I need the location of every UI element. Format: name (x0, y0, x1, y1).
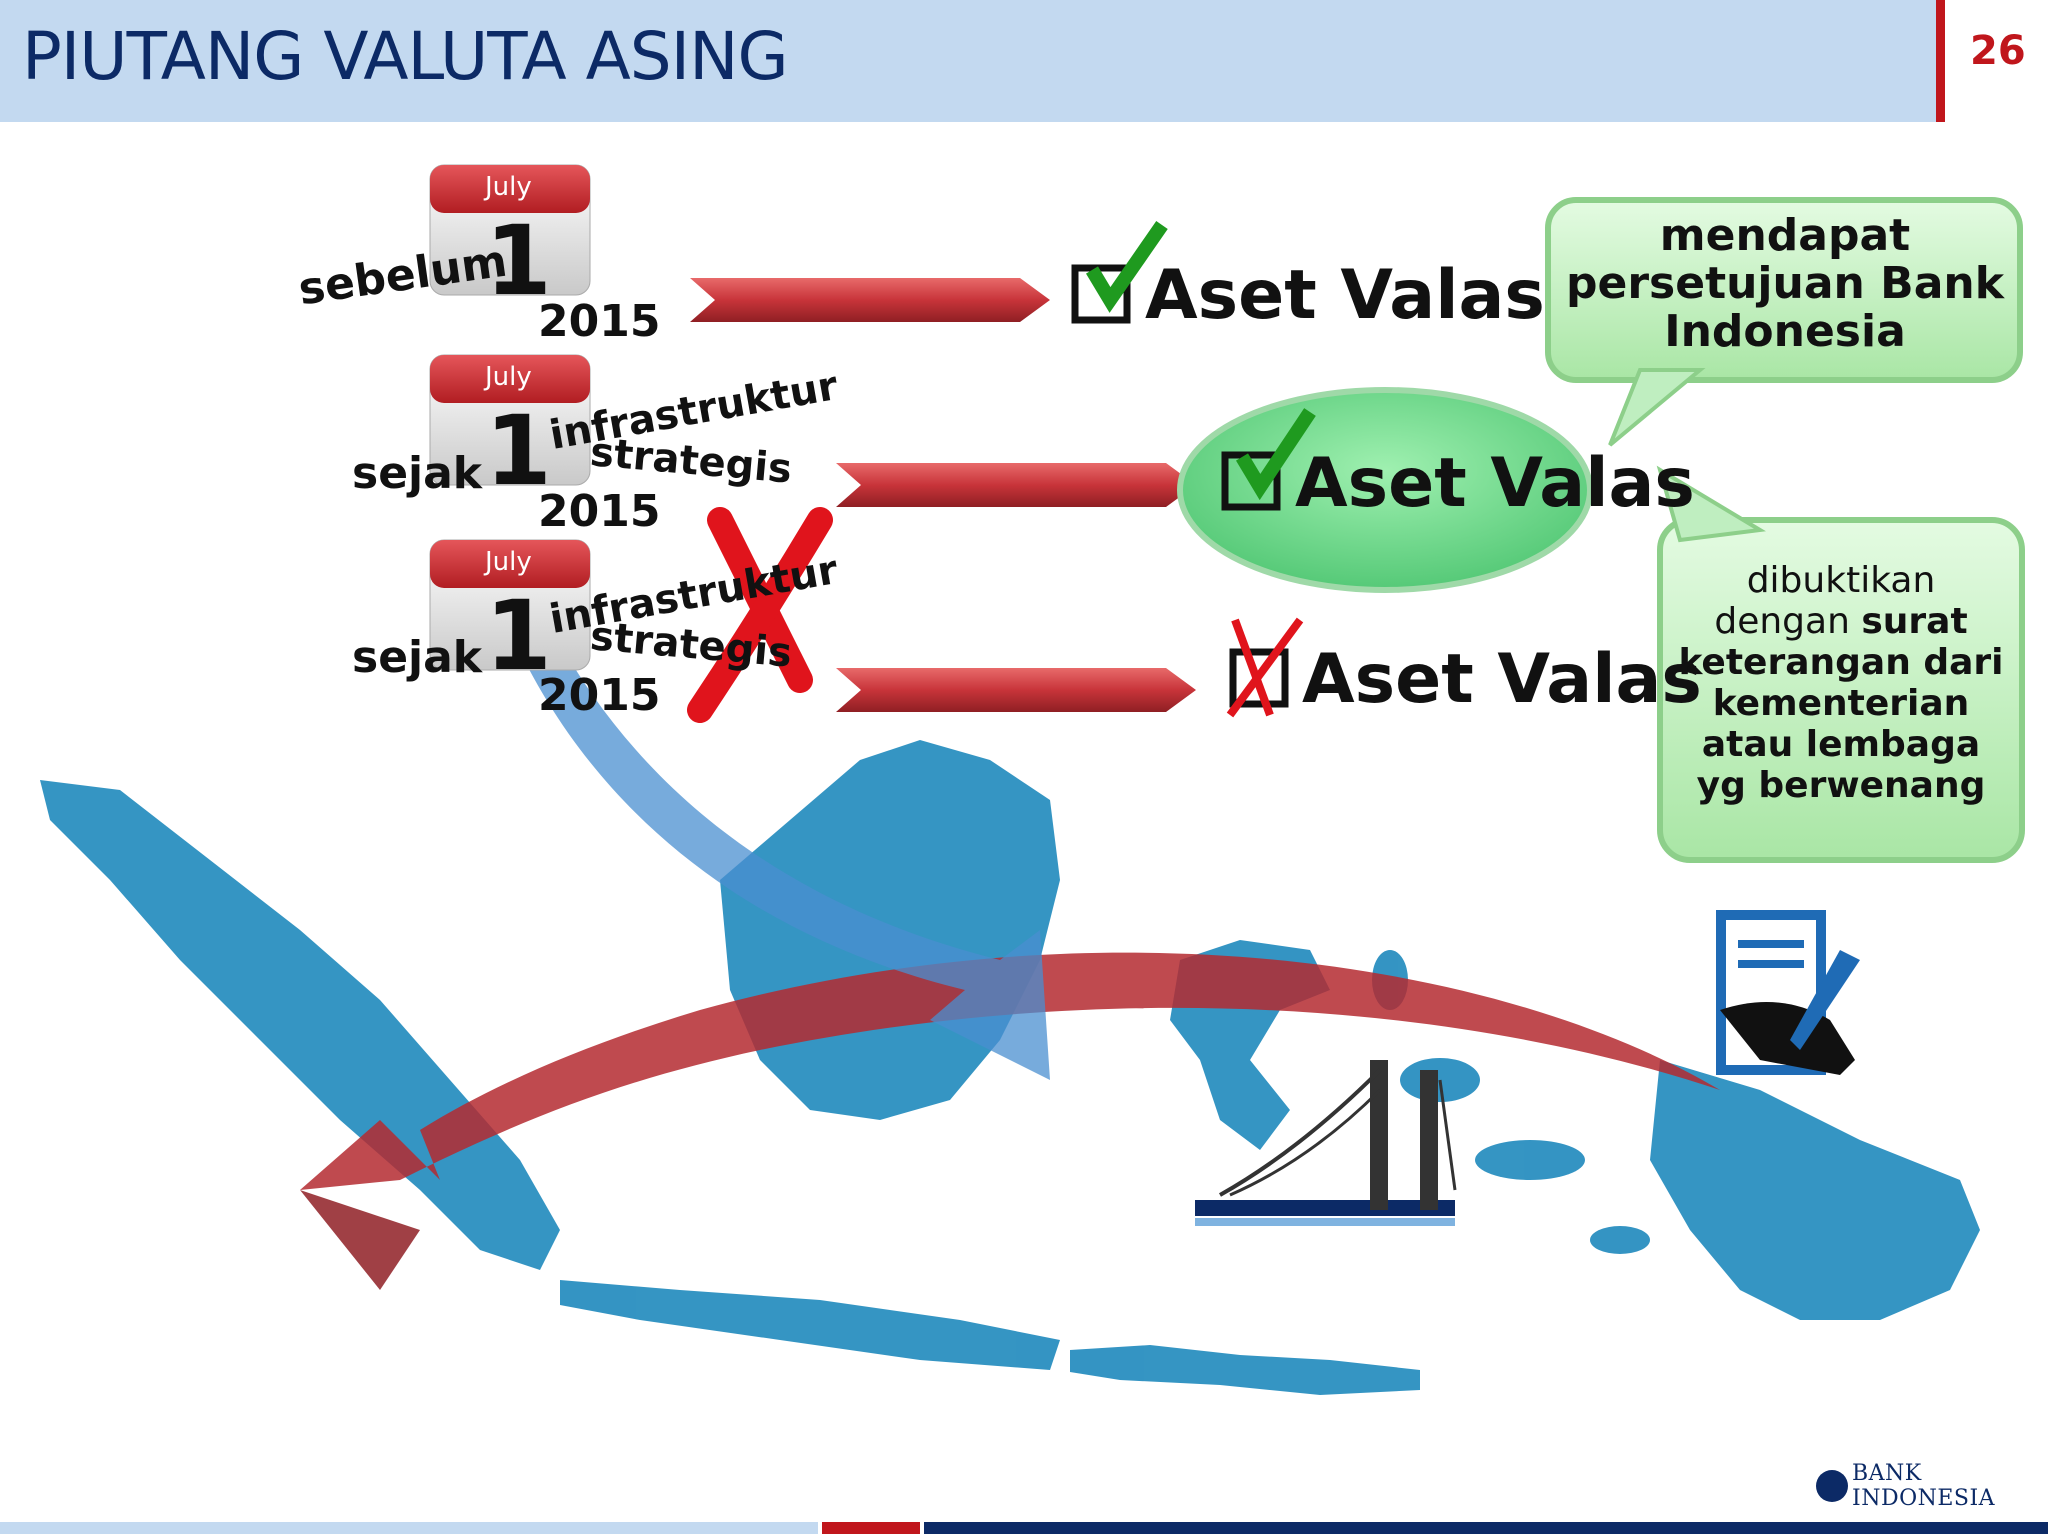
page-number: 26 (1970, 28, 2026, 74)
calendar-2-month: July (485, 362, 532, 392)
callout-top-shape (1545, 197, 2023, 447)
page-title: PIUTANG VALUTA ASING (22, 18, 789, 95)
calendar-3-month: July (485, 547, 532, 577)
calendar-3-day: 1 (485, 580, 552, 692)
red-curved-arrow (300, 952, 1720, 1190)
calendar-2-day: 1 (485, 395, 552, 507)
calendar-2 (429, 354, 591, 486)
callout-bottom-line6: yg berwenang (1696, 765, 1986, 806)
highlight-ellipse (1177, 387, 1593, 593)
calendar-1-month: July (485, 172, 532, 202)
arrow-2 (836, 463, 1196, 507)
calendar-3 (429, 539, 591, 671)
outcome-3-label: Aset Valas (1302, 640, 1702, 719)
checkmark-1-icon (1085, 221, 1168, 313)
page-number-divider (1936, 0, 1945, 122)
outcome-1-label: Aset Valas (1145, 256, 1545, 335)
callout-bottom-text: dibuktikan dengan surat keterangan dari … (1670, 560, 2012, 806)
arrow-3 (836, 668, 1196, 712)
cross-3-icon (1226, 617, 1304, 718)
calendar-3-prefix: sejak (352, 632, 483, 683)
checkbox-3-icon (1229, 648, 1289, 708)
bank-indonesia-logo: BANK INDONESIA (1812, 1461, 2048, 1511)
footer-brand: BANK INDONESIA (1852, 1461, 1996, 1511)
header-bar: PIUTANG VALUTA ASING (0, 0, 1936, 122)
calendar-1 (429, 164, 591, 296)
callout-bottom-line1: dibuktikan (1746, 560, 1936, 601)
callout-top-line1: mendapat (1659, 210, 1911, 261)
calendar-2-year: 2015 (538, 486, 661, 537)
checkbox-1-icon (1071, 264, 1131, 324)
callout-bottom-line2: dengan surat (1670, 601, 2012, 642)
checkmark-2-icon (1235, 408, 1316, 501)
callout-bottom-shape (1656, 465, 2025, 863)
signed-document-icon (1716, 910, 1860, 1075)
callout-bottom-line5: atau lembaga (1701, 724, 1981, 765)
calendar-2-prefix: sejak (352, 448, 483, 499)
calendar-3-year: 2015 (538, 670, 661, 721)
big-red-x-icon (687, 507, 833, 723)
bridge-icon (1195, 1060, 1457, 1226)
callout-bottom-line4: kementerian (1712, 683, 1970, 724)
outcome-2-label: Aset Valas (1295, 444, 1695, 523)
callout-bottom-line2b: surat (1861, 601, 1968, 642)
calendar-1-day: 1 (485, 205, 552, 317)
callout-top-line2: persetujuan Bank (1566, 258, 2004, 309)
callout-bottom-line3: keterangan dari (1678, 642, 2004, 683)
checkbox-2-icon (1221, 451, 1281, 511)
callout-top-line3: Indonesia (1664, 306, 1906, 357)
callout-top-text: mendapat persetujuan Bank Indonesia (1560, 212, 2010, 356)
calendar-1-year: 2015 (538, 296, 661, 347)
blue-curved-arrow (490, 560, 1050, 1080)
callout-bottom-line2a: dengan (1714, 601, 1862, 642)
arrow-1 (690, 278, 1050, 322)
